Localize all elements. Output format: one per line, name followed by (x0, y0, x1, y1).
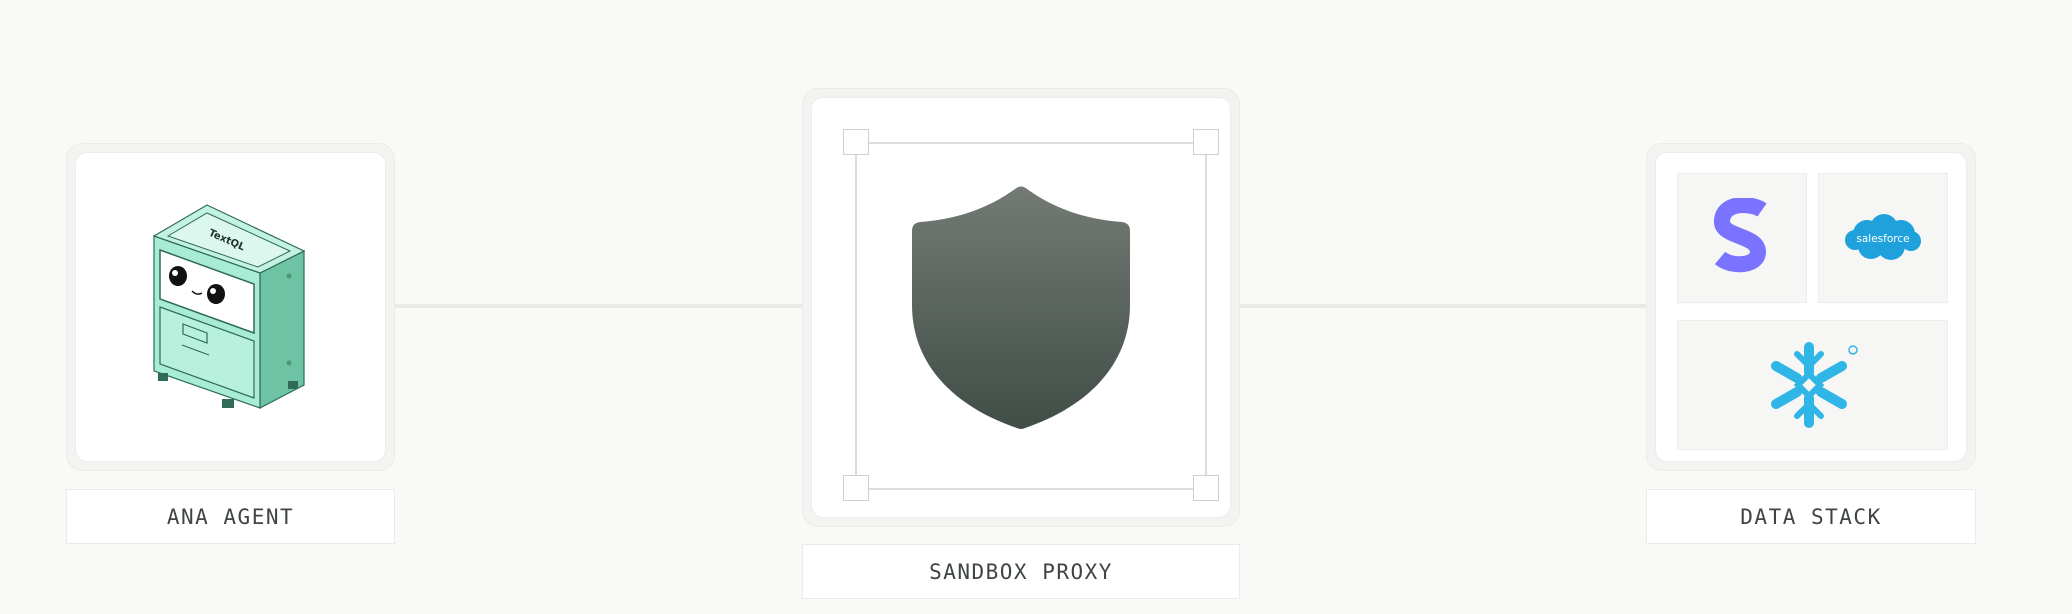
data-stack-label: DATA STACK (1646, 489, 1976, 544)
sandbox-proxy-card-inner (811, 97, 1231, 518)
snowflake-tile (1677, 320, 1948, 450)
filing-cabinet-mascot-icon: TextQL (152, 204, 306, 409)
frame-line-left (855, 142, 857, 489)
ana-agent-label: ANA AGENT (66, 489, 395, 544)
frame-line-top (856, 142, 1206, 144)
stripe-tile (1677, 173, 1807, 303)
frame-corner-handle (1193, 475, 1219, 501)
connector-agent-proxy (394, 304, 802, 308)
frame-corner-handle (843, 129, 869, 155)
frame-line-right (1205, 142, 1207, 489)
salesforce-logo-icon: salesforce (1845, 214, 1921, 260)
salesforce-tile: salesforce (1818, 173, 1948, 303)
frame-corner-handle (843, 475, 869, 501)
ana-agent-card-inner: TextQL (75, 152, 386, 462)
salesforce-text: salesforce (1856, 233, 1909, 245)
shield-icon (912, 186, 1130, 429)
data-stack-card: salesforce (1646, 143, 1976, 471)
frame-line-bottom (856, 488, 1206, 490)
connector-proxy-stack (1238, 304, 1648, 308)
snowflake-logo-icon (1770, 342, 1858, 428)
frame-corner-handle (1193, 129, 1219, 155)
stripe-logo-icon (1714, 198, 1767, 273)
sandbox-proxy-label: SANDBOX PROXY (802, 544, 1240, 599)
ana-agent-card: TextQL (66, 143, 395, 471)
data-stack-card-inner: salesforce (1655, 152, 1967, 462)
sandbox-proxy-card (802, 88, 1240, 527)
